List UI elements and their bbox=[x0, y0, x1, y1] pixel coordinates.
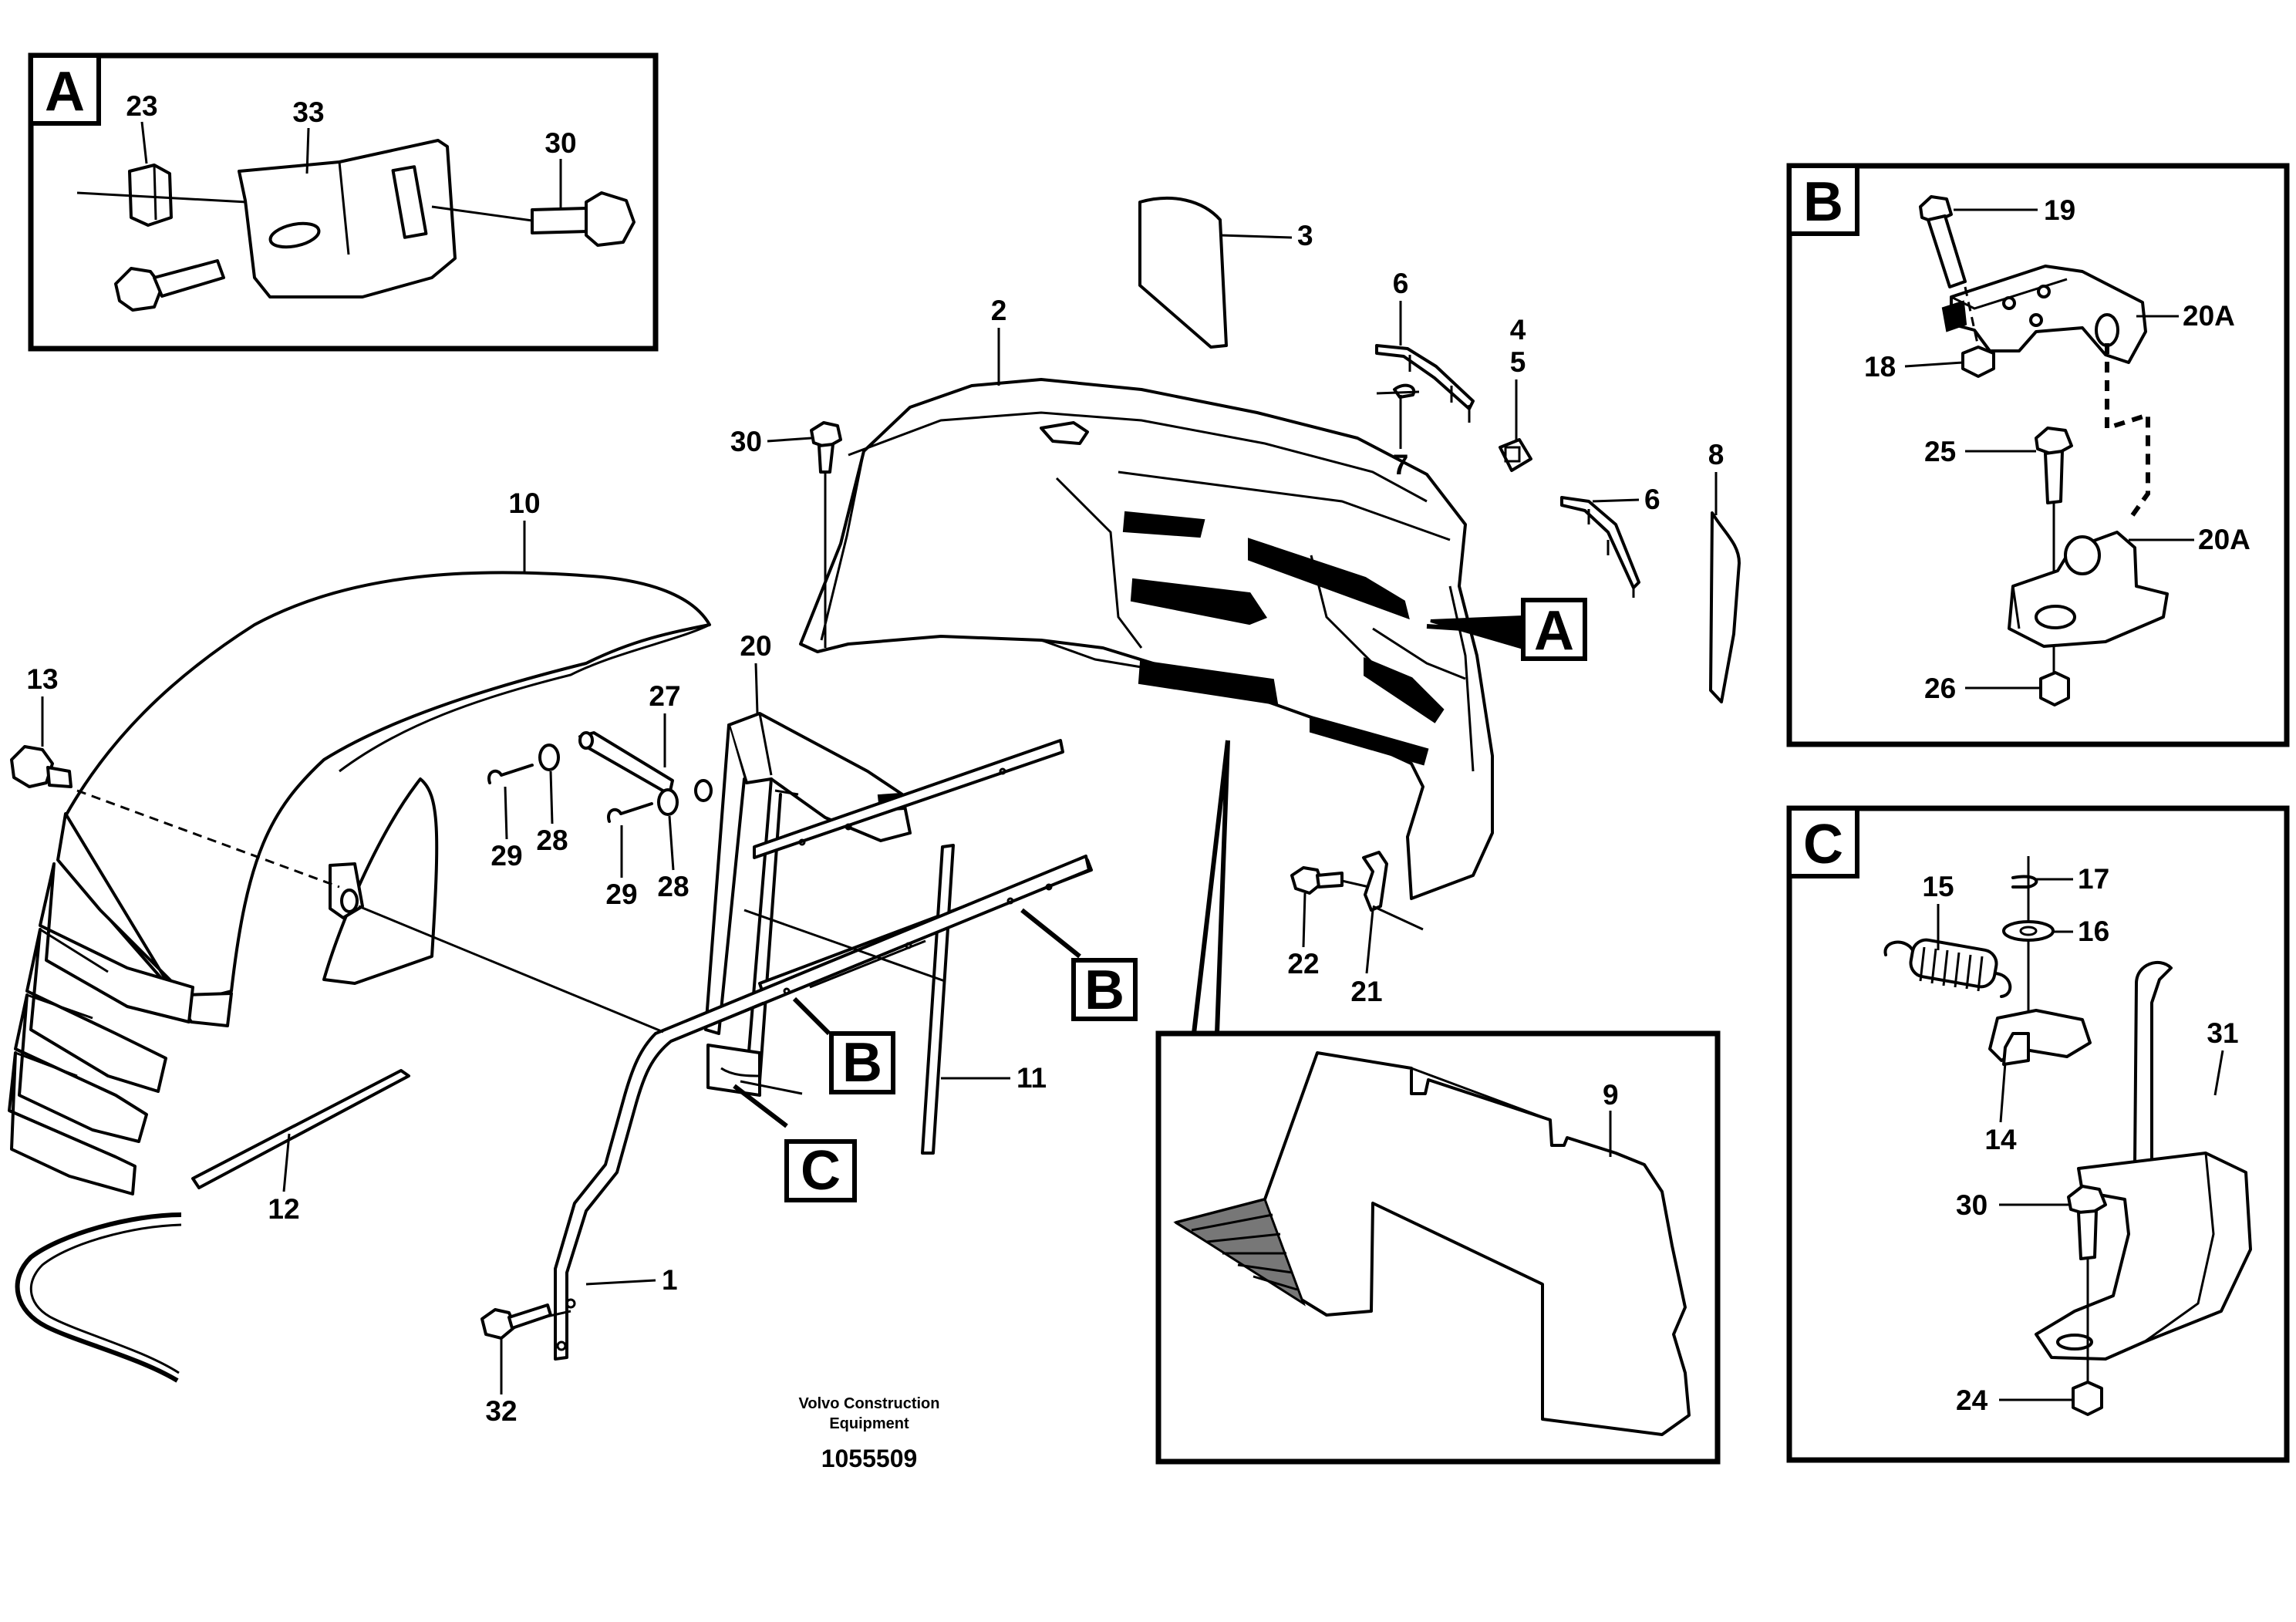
split-pin-29-upper bbox=[487, 764, 534, 784]
marker-a bbox=[1521, 598, 1587, 661]
fender-10 bbox=[8, 571, 711, 1195]
brand-line-2: Equipment bbox=[829, 1415, 909, 1432]
callout-14: 14 bbox=[1984, 1124, 2017, 1155]
callout-8: 8 bbox=[1708, 439, 1725, 470]
nut-18 bbox=[1961, 346, 1995, 378]
bolt-30-detail-c bbox=[2067, 1185, 2107, 1260]
detail-b-letter: B bbox=[1803, 171, 1843, 233]
callout-22: 22 bbox=[1287, 948, 1319, 980]
detail-c-letter: C bbox=[1803, 814, 1843, 875]
pin-27 bbox=[578, 731, 674, 796]
document-number: 1055509 bbox=[821, 1445, 918, 1472]
callout-32: 32 bbox=[485, 1395, 517, 1427]
callout-7: 7 bbox=[1393, 449, 1409, 481]
callout-18: 18 bbox=[1864, 351, 1896, 383]
bolt-25 bbox=[2035, 427, 2073, 504]
rubber-strip-12 bbox=[191, 1069, 410, 1189]
nut-24 bbox=[2072, 1381, 2103, 1416]
marker-c bbox=[784, 1139, 857, 1202]
hinge-20a-top bbox=[1941, 265, 2147, 364]
split-pin-29-lower bbox=[607, 802, 653, 823]
pin-17 bbox=[2011, 875, 2038, 889]
bracket-31 bbox=[2035, 960, 2252, 1361]
callout-29-upper: 29 bbox=[491, 840, 522, 872]
callout-17: 17 bbox=[2078, 863, 2109, 895]
marker-b-left-letter: B bbox=[842, 1032, 882, 1094]
marker-c-letter: C bbox=[801, 1140, 841, 1202]
callout-3: 3 bbox=[1297, 220, 1313, 251]
callout-28-upper: 28 bbox=[536, 824, 568, 856]
callout-21: 21 bbox=[1350, 976, 1382, 1007]
callout-28-lower: 28 bbox=[657, 871, 689, 902]
detail-9-panel: 9 bbox=[1155, 1030, 1721, 1465]
insulation-pad-9 bbox=[1175, 1051, 1691, 1436]
rod-11 bbox=[921, 844, 955, 1155]
detail-a-letter: A bbox=[45, 61, 85, 123]
bolt-13 bbox=[10, 745, 72, 788]
marker-b-right-letter: B bbox=[1084, 959, 1124, 1021]
bolt-22 bbox=[1290, 866, 1344, 895]
callout-5: 5 bbox=[1510, 346, 1526, 378]
callout-20: 20 bbox=[740, 630, 771, 662]
callout-23: 23 bbox=[126, 90, 157, 122]
callout-27: 27 bbox=[649, 680, 680, 712]
callout-16: 16 bbox=[2078, 916, 2109, 947]
leader-fender-mount bbox=[358, 905, 664, 1034]
callout-1: 1 bbox=[662, 1264, 678, 1296]
callout-30-detail-a: 30 bbox=[544, 127, 576, 159]
bolt-30-main bbox=[810, 421, 842, 648]
hood-2 bbox=[799, 378, 1494, 900]
leader-stand-bar bbox=[743, 909, 946, 983]
strip-6-lower bbox=[1560, 496, 1640, 589]
panel-3 bbox=[1138, 196, 1228, 349]
detail-b-panel: B bbox=[1786, 163, 2290, 747]
nut-26 bbox=[2039, 671, 2070, 706]
strip-6-upper bbox=[1375, 344, 1475, 410]
callout-6-upper: 6 bbox=[1393, 268, 1409, 299]
bolt-left-detail-a bbox=[114, 259, 225, 312]
detail-9-pointer bbox=[1192, 740, 1230, 1034]
bar-upper bbox=[753, 739, 1064, 859]
callout-25: 25 bbox=[1924, 436, 1956, 467]
callout-20a-bottom: 20A bbox=[2198, 524, 2250, 555]
callout-15: 15 bbox=[1922, 871, 1954, 902]
callout-26: 26 bbox=[1924, 673, 1956, 704]
callout-13: 13 bbox=[26, 663, 58, 695]
washer-28-upper bbox=[538, 744, 560, 771]
washer-28-lower bbox=[657, 788, 679, 816]
callout-19: 19 bbox=[2044, 194, 2075, 226]
washer-16 bbox=[2002, 920, 2055, 942]
bolt-19 bbox=[1919, 195, 1967, 288]
detail-c-panel: C 15 17 bbox=[1786, 805, 2290, 1463]
callout-30-main: 30 bbox=[730, 426, 762, 457]
brand-line-1: Volvo Construction bbox=[799, 1395, 940, 1412]
callout-12: 12 bbox=[268, 1193, 299, 1225]
callout-29-lower: 29 bbox=[605, 878, 637, 910]
clip-21 bbox=[1362, 851, 1388, 912]
marker-b-right bbox=[1071, 958, 1138, 1021]
detail-a-panel: A 23 33 30 bbox=[28, 52, 659, 352]
spring-15 bbox=[1883, 938, 2012, 998]
marker-b-left bbox=[829, 1031, 895, 1094]
callout-24: 24 bbox=[1956, 1384, 1988, 1416]
callout-6-lower: 6 bbox=[1644, 484, 1660, 515]
callout-33: 33 bbox=[292, 96, 324, 128]
callout-10: 10 bbox=[508, 487, 540, 519]
callout-30-detail-c: 30 bbox=[1956, 1189, 1988, 1221]
hinge-20a-bottom bbox=[2008, 531, 2169, 648]
callout-4: 4 bbox=[1510, 314, 1526, 346]
marker-a-letter: A bbox=[1534, 600, 1574, 662]
callout-2: 2 bbox=[991, 295, 1007, 326]
strip-8 bbox=[1709, 511, 1741, 703]
bolt-32 bbox=[480, 1303, 552, 1340]
callout-9: 9 bbox=[1603, 1079, 1619, 1111]
callout-31: 31 bbox=[2207, 1017, 2238, 1049]
frame-1 bbox=[554, 855, 1091, 1361]
callout-20a-top: 20A bbox=[2183, 300, 2235, 332]
callout-11: 11 bbox=[1017, 1062, 1047, 1094]
bolt-30-detail-a bbox=[431, 191, 636, 247]
